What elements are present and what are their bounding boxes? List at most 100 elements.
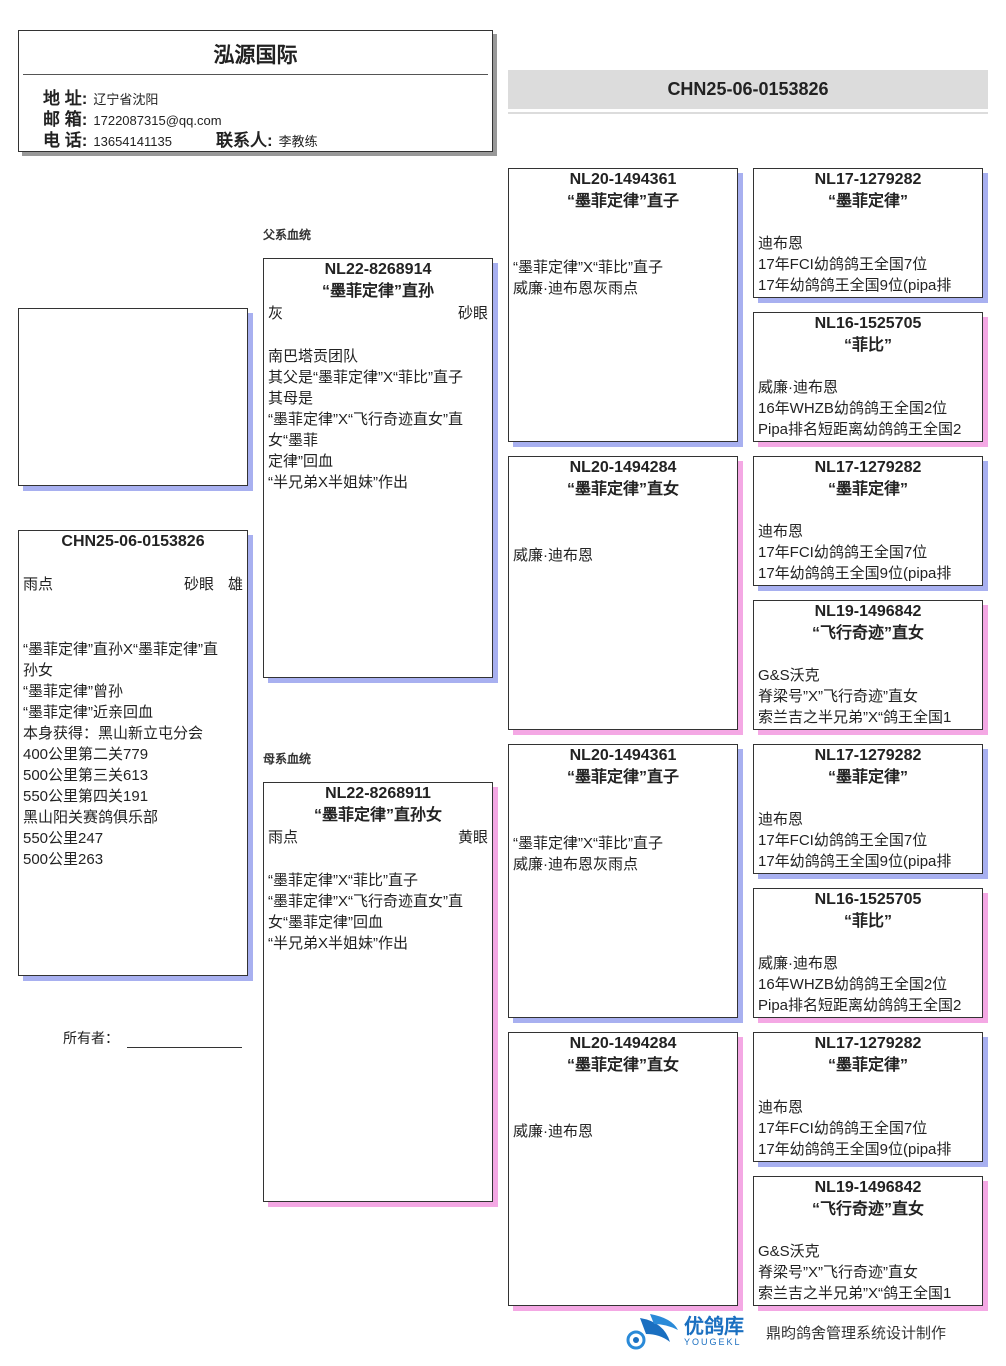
pigeon-name: “墨菲定律” xyxy=(827,193,908,210)
note-line: “墨菲定律”曾孙 xyxy=(23,683,123,700)
note-line: “墨菲定律”X“飞行奇迹直女”直 xyxy=(268,893,463,910)
note-line: 其父是“墨菲定律”X“菲比”直子 xyxy=(268,369,463,386)
footer-credit: 鼎昀鸽舍管理系统设计制作 xyxy=(766,1324,947,1342)
brand-block: 优鸽库 YOUGEKL xyxy=(684,1317,744,1347)
dam-card: NL22-8268911“墨菲定律”直孙女雨点黄眼“墨菲定律”X“菲比”直子“墨… xyxy=(263,782,493,1202)
note-line: “墨菲定律”直孙X“墨菲定律”直 xyxy=(23,641,218,658)
pigeon-name: “墨菲定律” xyxy=(827,769,908,786)
note-line: 女“墨菲定律”回血 xyxy=(268,914,383,931)
note-line: 索兰吉之半兄弟”X“鸽王全国1 xyxy=(758,1285,952,1302)
ring-number: NL16-1525705 xyxy=(814,315,922,332)
note-line: 500公里第三关613 xyxy=(23,767,149,784)
note-line: 威廉·迪布恩 xyxy=(513,547,593,564)
note-line: 17年FCI幼鸽鸽王全国7位 xyxy=(758,832,928,849)
note-line: 威廉·迪布恩 xyxy=(758,955,838,972)
note-line: 黑山阳关赛鸽俱乐部 xyxy=(23,809,159,826)
contact-value: 李教练 xyxy=(278,134,318,149)
note-line: 17年幼鸽鸽王全国9位(pipa排 xyxy=(758,1141,952,1158)
feather-color: 灰 xyxy=(268,305,284,322)
pigeon-name: “墨菲定律”直子 xyxy=(566,193,679,210)
note-line: 南巴塔贡团队 xyxy=(268,348,359,365)
ring-number: NL17-1279282 xyxy=(814,1035,922,1052)
note-line: 550公里247 xyxy=(23,830,104,847)
address-value: 辽宁省沈阳 xyxy=(93,92,159,107)
sire-card: NL22-8268914“墨菲定律”直孙灰砂眼南巴塔贡团队其父是“墨菲定律”X“… xyxy=(263,258,493,678)
spacer xyxy=(513,1077,733,1121)
pigeon-name: “飞行奇迹”直女 xyxy=(811,625,924,642)
spacer xyxy=(758,357,978,377)
grandparent-card: NL20-1494361“墨菲定律”直子“墨菲定律”X“菲比”直子威廉·迪布恩灰… xyxy=(508,744,738,1018)
note-line: 400公里第二关779 xyxy=(23,746,149,763)
note-line: “墨菲定律”X“菲比”直子 xyxy=(513,835,663,852)
pigeon-name: “菲比” xyxy=(843,913,892,930)
sex: 雄 xyxy=(227,576,243,593)
note-line: “墨菲定律”X“菲比”直子 xyxy=(268,872,418,889)
spacer xyxy=(23,595,243,639)
note-line: 17年FCI幼鸽鸽王全国7位 xyxy=(758,256,928,273)
grandparent-card: NL20-1494284“墨菲定律”直女威廉·迪布恩 xyxy=(508,456,738,730)
note-line: “墨菲定律”X“菲比”直子 xyxy=(513,259,663,276)
note-line: 女“墨菲 xyxy=(268,432,318,449)
ring-number: NL17-1279282 xyxy=(814,171,922,188)
note-line: 迪布恩 xyxy=(758,235,804,252)
loft-info-card: 泓源国际 地 址:辽宁省沈阳 邮 箱: 1722087315@qq.com 电 话… xyxy=(18,30,493,152)
loft-name: 泓源国际 xyxy=(213,44,298,67)
note-line: 迪布恩 xyxy=(758,811,804,828)
note-line: 脊梁号”X”飞行奇迹”直女 xyxy=(758,1264,918,1281)
note-line: 迪布恩 xyxy=(758,1099,804,1116)
pigeon-name: “墨菲定律”直孙女 xyxy=(313,807,442,824)
eye-type: 砂眼 xyxy=(183,576,214,593)
eye-type: 砂眼 xyxy=(457,305,488,322)
note-line: 16年WHZB幼鸽鸽王全国2位 xyxy=(758,400,948,417)
ring-number: NL17-1279282 xyxy=(814,459,922,476)
owner-blank-line xyxy=(127,1033,242,1048)
ring-number: NL20-1494284 xyxy=(569,1035,677,1052)
banner-divider xyxy=(508,112,988,114)
ring-number: NL20-1494361 xyxy=(569,747,677,764)
subject-ring-banner: CHN25-06-0153826 xyxy=(508,70,988,109)
note-line: 17年FCI幼鸽鸽王全国7位 xyxy=(758,544,928,561)
note-line: 17年FCI幼鸽鸽王全国7位 xyxy=(758,1120,928,1137)
note-line: G&S沃克 xyxy=(758,667,820,684)
ring-number: NL16-1525705 xyxy=(814,891,922,908)
ring-number: NL20-1494361 xyxy=(569,171,677,188)
phone-value: 13654141135 xyxy=(93,134,172,149)
ring-number: NL22-8268911 xyxy=(325,785,431,802)
spacer xyxy=(513,789,733,833)
email-value: 1722087315@qq.com xyxy=(93,113,222,128)
spacer xyxy=(758,645,978,665)
eye-type: 黄眼 xyxy=(457,829,488,846)
note-line: 17年幼鸽鸽王全国9位(pipa排 xyxy=(758,277,952,294)
spacer xyxy=(758,1077,978,1097)
note-line: 孙女 xyxy=(23,662,54,679)
note-line: G&S沃克 xyxy=(758,1243,820,1260)
photo-frame xyxy=(18,308,248,486)
note-line: 其母是 xyxy=(268,390,314,407)
grandparent-card: NL20-1494361“墨菲定律”直子“墨菲定律”X“菲比”直子威廉·迪布恩灰… xyxy=(508,168,738,442)
note-line: 本身获得：黑山新立屯分会 xyxy=(23,725,204,742)
note-line: 17年幼鸽鸽王全国9位(pipa排 xyxy=(758,565,952,582)
ring-number: NL17-1279282 xyxy=(814,747,922,764)
pigeon-name: “墨菲定律” xyxy=(827,1057,908,1074)
spacer xyxy=(758,1221,978,1241)
note-line: “墨菲定律”近亲回血 xyxy=(23,704,153,721)
footer: 优鸽库 YOUGEKL 鼎昀鸽舍管理系统设计制作 xyxy=(620,1312,946,1352)
phone-label: 电 话: xyxy=(43,131,88,150)
pigeon-name: “墨菲定律”直孙 xyxy=(321,283,434,300)
note-line: 17年幼鸽鸽王全国9位(pipa排 xyxy=(758,853,952,870)
note-line: “半兄弟X半姐妹”作出 xyxy=(268,474,408,491)
attributes-row: 灰 砂眼 xyxy=(268,303,488,324)
email-label: 邮 箱: xyxy=(43,110,88,129)
great-grandparent-card: NL17-1279282 “墨菲定律” 迪布恩 17年FCI幼鸽鸽王全国7位 17年幼鸽… xyxy=(753,168,983,298)
yougeku-logo-icon xyxy=(626,1314,678,1350)
address-row: 地 址:辽宁省沈阳 xyxy=(43,84,158,109)
note-line: 索兰吉之半兄弟”X“鸽王全国1 xyxy=(758,709,952,726)
spacer xyxy=(758,933,978,953)
